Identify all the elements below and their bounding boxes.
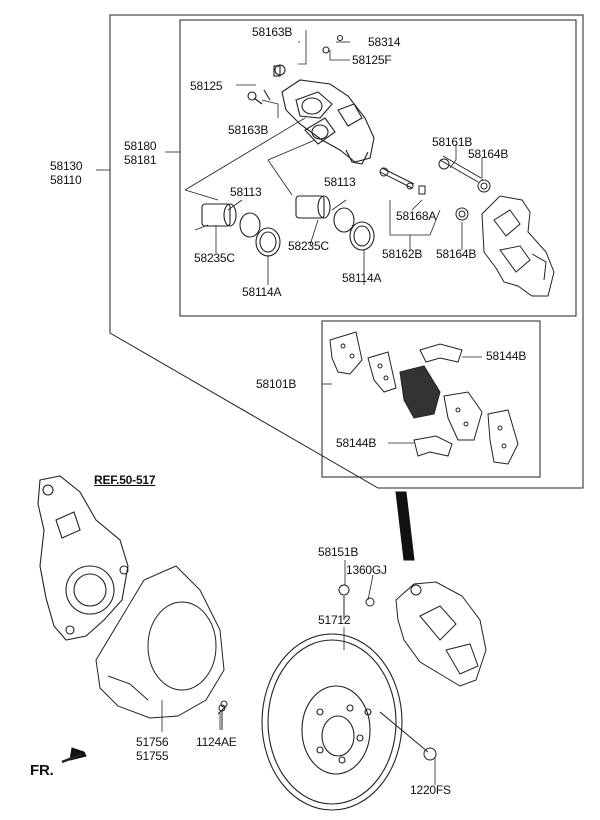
label-58235c-b: 58235C xyxy=(288,239,329,253)
label-58110: 58110 xyxy=(50,173,82,187)
label-58125f: 58125F xyxy=(352,53,392,67)
label-58162b: 58162B xyxy=(382,247,423,261)
steering-knuckle xyxy=(37,475,129,641)
caliper-assembly xyxy=(338,581,487,687)
label-58164b-top: 58164B xyxy=(468,147,509,161)
leader-lines xyxy=(96,30,483,785)
label-58180: 58180 xyxy=(124,139,157,153)
brake-pad-parts xyxy=(329,331,519,465)
label-1220fs: 1220FS xyxy=(410,783,451,797)
label-58163b-top: 58163B xyxy=(252,25,293,39)
front-arrow-shaft xyxy=(61,752,83,764)
caliper-body-part xyxy=(247,34,375,165)
label-58125: 58125 xyxy=(190,79,223,93)
label-58144b-bottom: 58144B xyxy=(336,436,377,450)
caliper-assembly-frame xyxy=(109,14,584,489)
brake-disc xyxy=(261,633,403,811)
label-58181: 58181 xyxy=(124,153,157,167)
fastener-bolts xyxy=(218,704,437,761)
label-51755: 51755 xyxy=(136,749,169,763)
assembly-pointer xyxy=(395,491,415,561)
label-58101b: 58101B xyxy=(256,377,297,391)
piston-seal-parts xyxy=(201,195,375,257)
label-58130: 58130 xyxy=(50,159,83,173)
label-58235c-a: 58235C xyxy=(194,251,235,265)
label-1124ae: 1124AE xyxy=(196,735,237,749)
label-51756: 51756 xyxy=(136,735,169,749)
label-58114a-b: 58114A xyxy=(342,271,382,285)
label-58163b-bottom: 58163B xyxy=(228,123,269,137)
label-58161b: 58161B xyxy=(432,135,473,149)
label-58114a-a: 58114A xyxy=(242,285,282,299)
label-1360gj: 1360GJ xyxy=(346,563,387,577)
label-58144b-top: 58144B xyxy=(486,349,527,363)
label-58314: 58314 xyxy=(368,35,401,49)
label-58113-a: 58113 xyxy=(230,185,262,199)
label-51712: 51712 xyxy=(318,613,351,627)
reference-label: REF.50-517 xyxy=(94,473,156,487)
front-direction-label: FR. xyxy=(30,762,54,779)
guide-pin-parts xyxy=(379,155,491,221)
carrier-bracket xyxy=(481,195,555,297)
label-58151b: 58151B xyxy=(318,545,359,559)
dust-shield xyxy=(95,565,228,719)
label-58168a: 58168A xyxy=(396,209,437,223)
label-58164b-bottom: 58164B xyxy=(436,247,477,261)
label-58113-b: 58113 xyxy=(324,175,356,189)
